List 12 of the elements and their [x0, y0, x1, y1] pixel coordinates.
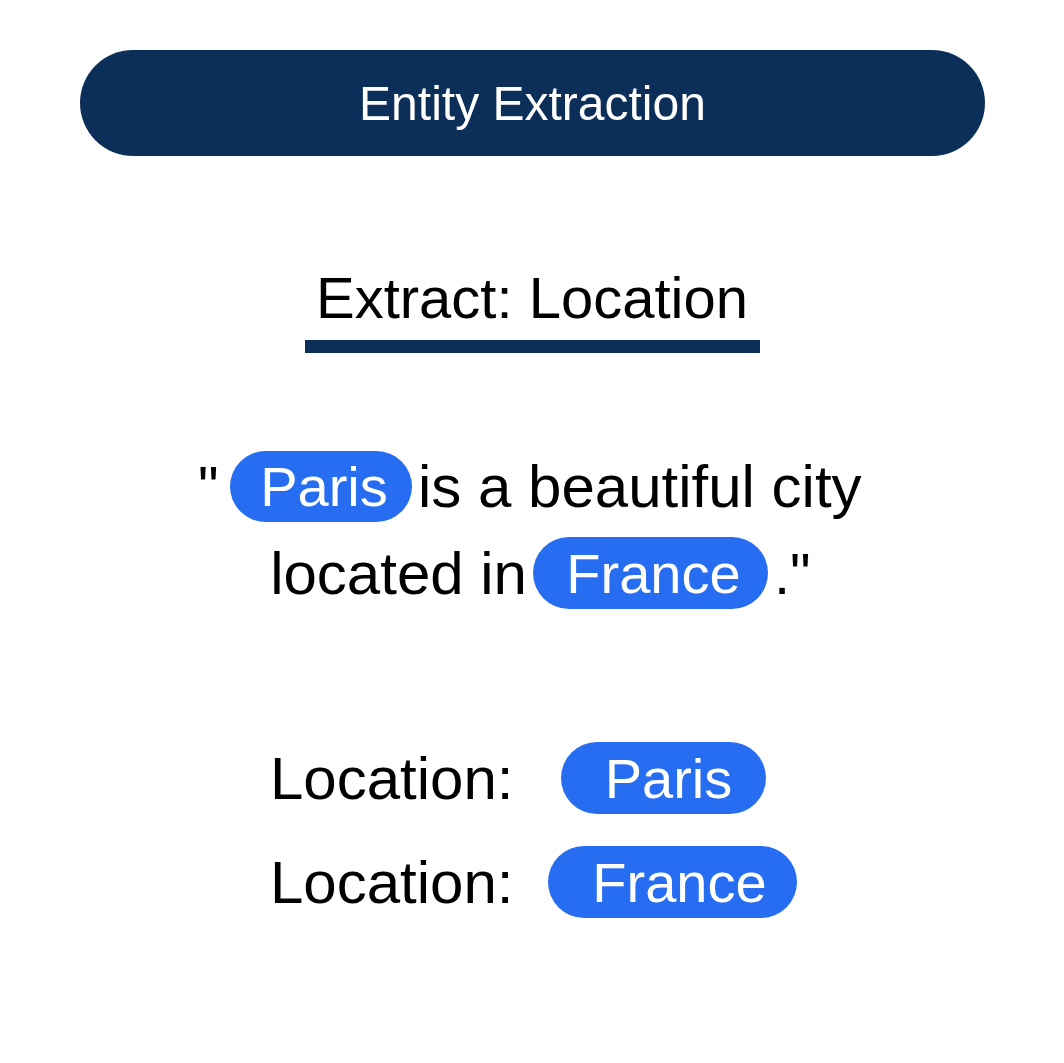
- title-banner: Entity Extraction: [80, 50, 985, 156]
- section-heading: Extract: Location: [315, 263, 749, 332]
- sentence-text: is a beautiful city: [418, 452, 862, 522]
- entity-highlight: Paris: [230, 451, 412, 522]
- closing-punctuation: .": [774, 539, 811, 608]
- sentence-text: located in: [270, 538, 527, 609]
- field-label: Location:: [270, 847, 514, 918]
- opening-quote: ": [198, 453, 219, 521]
- field-label: Location:: [270, 743, 514, 814]
- entity-highlight: Paris: [561, 742, 766, 814]
- entity-highlight: France: [533, 537, 768, 609]
- entity-highlight: France: [548, 846, 797, 918]
